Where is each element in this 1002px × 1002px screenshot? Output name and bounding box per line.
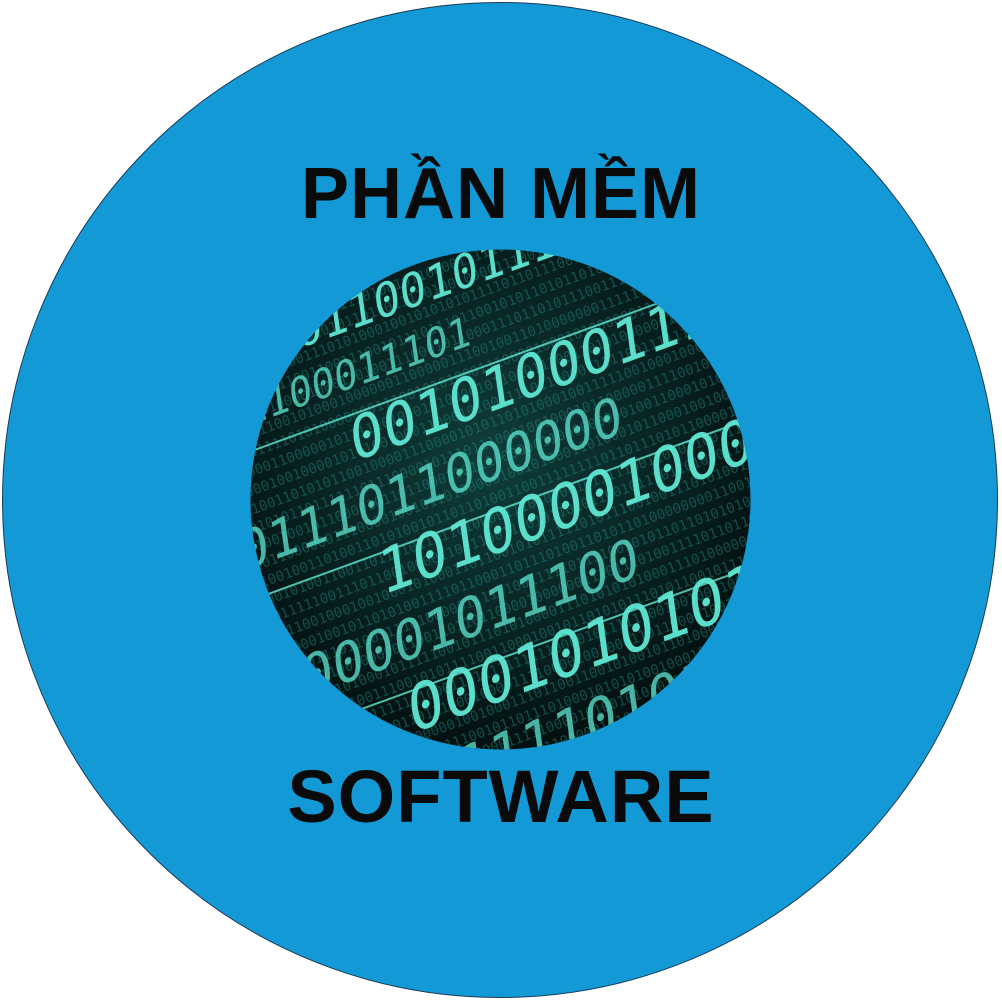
title-english: SOFTWARE: [287, 755, 715, 838]
title-vietnamese: PHẦN MỀM: [301, 154, 701, 234]
binary-code-icon: 0100010110011000101000110010011001001001…: [250, 249, 751, 750]
